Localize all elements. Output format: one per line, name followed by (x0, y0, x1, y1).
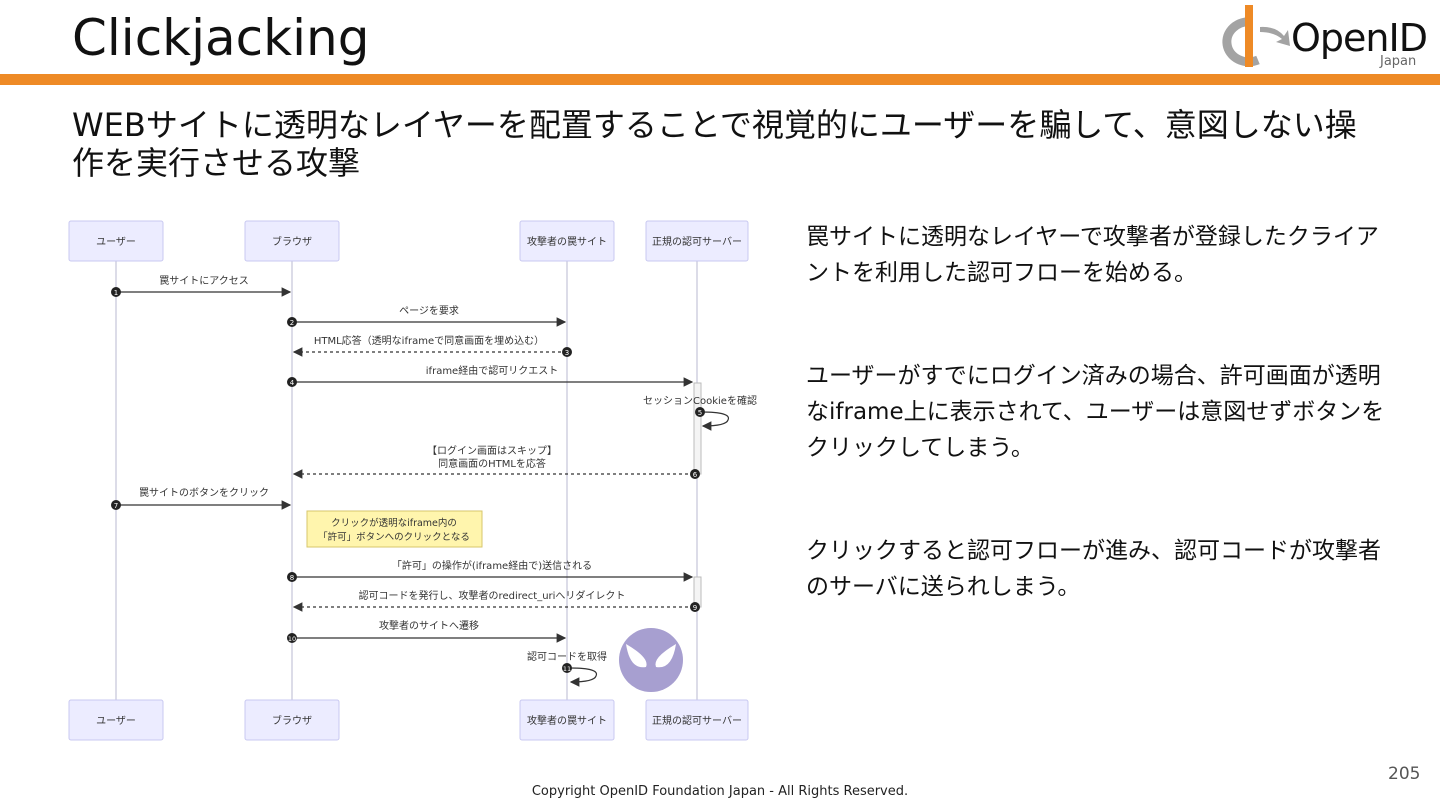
actor-label: 正規の認可サーバー (652, 235, 742, 248)
svg-text:9: 9 (693, 604, 697, 612)
note-box: クリックが透明なiframe内の 「許可」ボタンへのクリックとなる (306, 510, 483, 548)
svg-text:4: 4 (290, 379, 295, 387)
header-accent-bar (0, 74, 1440, 85)
message-11: 認可コードを取得 11 (527, 650, 607, 687)
svg-text:「許可」ボタンへのクリックとなる: 「許可」ボタンへのクリックとなる (318, 531, 470, 543)
actor-label: 攻撃者の罠サイト (527, 714, 607, 727)
svg-text:攻撃者のサイトへ遷移: 攻撃者のサイトへ遷移 (379, 619, 479, 632)
svg-text:2: 2 (290, 319, 294, 327)
message-5: セッションCookieを確認 5 (643, 394, 757, 431)
actor-trap-site-top: 攻撃者の罠サイト (519, 220, 615, 262)
svg-text:11: 11 (563, 665, 571, 673)
actor-label: ユーザー (96, 715, 136, 727)
actor-label: ユーザー (96, 236, 136, 248)
actor-trap-site-bottom: 攻撃者の罠サイト (519, 699, 615, 741)
actor-browser-bottom: ブラウザ (244, 699, 340, 741)
svg-text:ページを要求: ページを要求 (399, 305, 459, 317)
svg-text:10: 10 (288, 635, 296, 643)
svg-text:【ログイン画面はスキップ】: 【ログイン画面はスキップ】 (427, 444, 557, 457)
message-6: 【ログイン画面はスキップ】 同意画面のHTMLを応答 6 (292, 444, 700, 479)
message-9: 認可コードを発行し、攻撃者のredirect_uriへリダイレクト 9 (292, 589, 700, 612)
copyright: Copyright OpenID Foundation Japan - All … (531, 784, 909, 799)
svg-text:同意画面のHTMLを応答: 同意画面のHTMLを応答 (438, 457, 546, 470)
actor-user-bottom: ユーザー (68, 699, 164, 741)
openid-logo (1222, 5, 1290, 67)
slide-subtitle: WEBサイトに透明なレイヤーを配置することで視覚的にユーザーを騙して、意図しない… (72, 106, 1357, 182)
side-text-1: 罠サイトに透明なレイヤーで攻撃者が登録したクライアントを利用した認可フローを始め… (806, 224, 1379, 286)
openid-logo-text: OpenID (1291, 16, 1428, 60)
svg-text:HTML応答（透明なiframeで同意画面を埋め込む）: HTML応答（透明なiframeで同意画面を埋め込む） (314, 334, 544, 347)
svg-text:クリックが透明なiframe内の: クリックが透明なiframe内の (331, 517, 457, 529)
message-2: ページを要求 2 (287, 305, 567, 327)
side-text-2: ユーザーがすでにログイン済みの場合、許可画面が透明なiframe上に表示されて、… (806, 363, 1385, 461)
svg-text:罠サイトのボタンをクリック: 罠サイトのボタンをクリック (139, 487, 269, 499)
actor-label: ブラウザ (272, 714, 312, 727)
svg-text:罠サイトにアクセス: 罠サイトにアクセス (159, 275, 249, 287)
svg-text:5: 5 (698, 409, 702, 417)
openid-logo-sub: Japan (1380, 54, 1417, 69)
openid-logo-arrow-icon (1260, 26, 1290, 46)
side-text-3: クリックすると認可フローが進み、認可コードが攻撃者のサーバに送られしまう。 (806, 538, 1381, 600)
svg-text:セッションCookieを確認: セッションCookieを確認 (643, 394, 757, 407)
svg-text:6: 6 (693, 471, 698, 479)
svg-text:iframe経由で認可リクエスト: iframe経由で認可リクエスト (426, 364, 558, 377)
page-number: 205 (1388, 764, 1421, 784)
attacker-face-icon (619, 628, 683, 692)
svg-text:3: 3 (565, 349, 569, 357)
message-4: iframe経由で認可リクエスト 4 (287, 364, 694, 387)
actor-user-top: ユーザー (68, 220, 164, 262)
actor-auth-server-bottom: 正規の認可サーバー (645, 699, 749, 741)
message-1: 罠サイトにアクセス 1 (111, 275, 292, 297)
openid-logo-bar-icon (1245, 5, 1253, 67)
message-10: 攻撃者のサイトへ遷移 10 (287, 619, 567, 643)
message-8: 「許可」の操作が(iframe経由で)送信される 8 (287, 559, 694, 582)
svg-text:認可コードを発行し、攻撃者のredirect_uriへリダイ: 認可コードを発行し、攻撃者のredirect_uriへリダイレクト (359, 589, 626, 602)
svg-text:1: 1 (114, 289, 118, 297)
svg-text:「許可」の操作が(iframe経由で)送信される: 「許可」の操作が(iframe経由で)送信される (392, 559, 592, 572)
sequence-diagram: ユーザー ブラウザ 攻撃者の罠サイト 正規の認可サーバー ユーザー ブラウザ 攻… (68, 220, 757, 741)
actor-label: ブラウザ (272, 235, 312, 248)
openid-logo-arc-icon (1222, 17, 1260, 67)
actor-browser-top: ブラウザ (244, 220, 340, 262)
slide-title: Clickjacking (72, 9, 370, 67)
svg-text:7: 7 (114, 502, 118, 510)
svg-text:認可コードを取得: 認可コードを取得 (527, 650, 607, 663)
actor-label: 攻撃者の罠サイト (527, 235, 607, 248)
message-7: 罠サイトのボタンをクリック 7 (111, 487, 292, 510)
svg-text:8: 8 (290, 574, 294, 582)
actor-auth-server-top: 正規の認可サーバー (645, 220, 749, 262)
actor-label: 正規の認可サーバー (652, 714, 742, 727)
message-3: HTML応答（透明なiframeで同意画面を埋め込む） 3 (292, 334, 572, 357)
